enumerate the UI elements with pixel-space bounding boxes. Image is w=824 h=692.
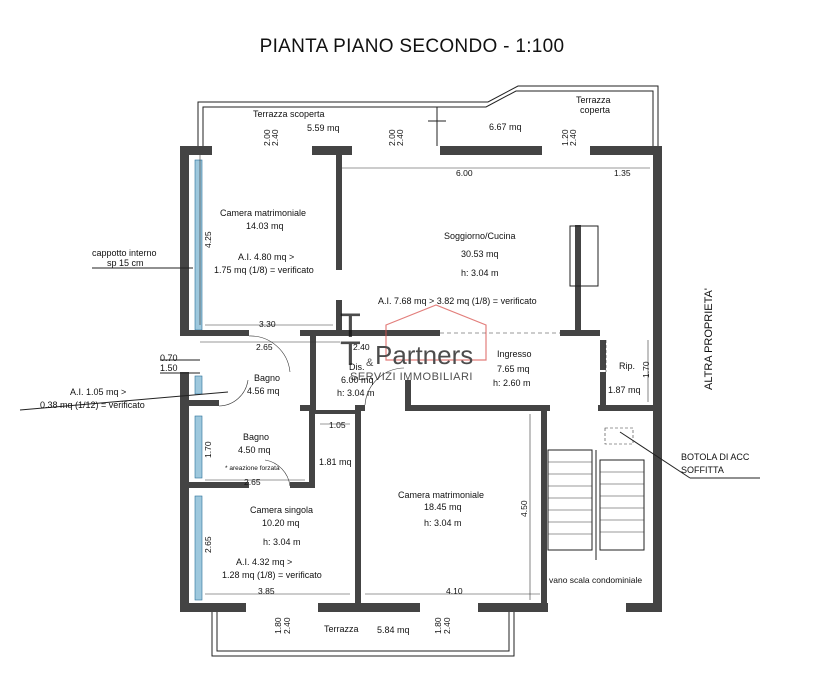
win-200b: 2.00 (387, 129, 397, 146)
win-180b: 1.80 (433, 617, 443, 634)
terrace-railing-south (211, 612, 515, 657)
camera-matrimoniale-2-name: Camera matrimoniale (398, 490, 484, 500)
win-240e: 2.40 (442, 617, 452, 634)
aero-label-2: 0.38 mq (1/12) = verificato (40, 400, 145, 410)
vano-scala-name: vano scala condominiale (549, 575, 642, 585)
soggiorno-name: Soggiorno/Cucina (444, 231, 516, 241)
win-180a: 1.80 (273, 617, 283, 634)
dis-area: 6.00 mq (341, 375, 374, 385)
terrazza-scoperta-name: Terrazza scoperta (253, 109, 325, 119)
cappotto-label-1: cappotto interno (92, 248, 157, 258)
staircase (547, 427, 645, 560)
dim-135: 1.35 (614, 168, 631, 178)
dim-150-label: 1.50 (160, 363, 178, 373)
camera-matrimoniale-2-area: 18.45 mq (424, 502, 462, 512)
soggiorno-ai: A.I. 7.68 mq > 3.82 mq (1/8) = verificat… (378, 296, 537, 306)
camera-matrimoniale-1-area: 14.03 mq (246, 221, 284, 231)
dim-265c: 2.65 (203, 536, 213, 553)
exterior-walls (180, 146, 662, 612)
camera-singola-h: h: 3.04 m (263, 537, 301, 547)
terrazza-sud-name: Terrazza (324, 624, 359, 634)
camera-matrimoniale-2-h: h: 3.04 m (424, 518, 462, 528)
watermark-logo: T T & Partners SERVIZI IMMOBILIARI (340, 304, 487, 383)
camera-matrimoniale-1-ai-1: A.I. 4.80 mq > (238, 252, 294, 262)
camera-matrimoniale-1-name: Camera matrimoniale (220, 208, 306, 218)
aero-label-1: A.I. 1.05 mq > (70, 387, 126, 397)
win-240a: 2.40 (270, 129, 280, 146)
dim-265b: 2.65 (244, 477, 261, 487)
dim-105: 1.05 (329, 420, 346, 430)
soggiorno-area: 30.53 mq (461, 249, 499, 259)
watermark-t2: T (340, 335, 361, 373)
win-240d: 2.40 (282, 617, 292, 634)
bagno-1-area: 4.56 mq (247, 386, 280, 396)
win-240c: 2.40 (568, 129, 578, 146)
dim-170b: 1.70 (641, 361, 651, 378)
dim-170a: 1.70 (203, 441, 213, 458)
ingresso-name: Ingresso (497, 349, 532, 359)
dashed-lines (440, 332, 607, 372)
bagno-2-note: * areazione forzata (225, 465, 280, 472)
win-240b: 2.40 (395, 129, 405, 146)
rip-area: 1.87 mq (608, 385, 641, 395)
camera-matrimoniale-1-ai-2: 1.75 mq (1/8) = verificato (214, 265, 314, 275)
altra-proprieta-label: ALTRA PROPRIETA' (703, 288, 715, 390)
ingresso-h: h: 2.60 m (493, 378, 531, 388)
watermark-amp: & (366, 357, 374, 369)
rip-name: Rip. (619, 361, 635, 371)
win-120: 1.20 (560, 129, 570, 146)
camera-singola-ai-1: A.I. 4.32 mq > (236, 557, 292, 567)
terrazza-coperta-name-1: Terrazza (576, 95, 611, 105)
kitchen-counter (569, 225, 599, 287)
bagno-2-area: 4.50 mq (238, 445, 271, 455)
dis-h: h: 3.04 m (337, 388, 375, 398)
dimension-lines (199, 155, 650, 600)
closet-area: 1.81 mq (319, 457, 352, 467)
bagno-2-name: Bagno (243, 432, 269, 442)
watermark-brand: Partners (375, 340, 473, 370)
terrazza-coperta-area: 6.67 mq (489, 122, 522, 132)
bagno-1-name: Bagno (254, 373, 280, 383)
door-swings (218, 335, 405, 487)
camera-singola-ai-2: 1.28 mq (1/8) = verificato (222, 570, 322, 580)
terrazza-coperta-name-2: coperta (580, 105, 610, 115)
interior-walls (189, 155, 653, 610)
botola-label-1: BOTOLA DI ACC (681, 452, 750, 462)
dim-425: 4.25 (203, 231, 213, 248)
camera-singola-name: Camera singola (250, 505, 313, 515)
win-200a: 2.00 (262, 129, 272, 146)
terrazza-scoperta-area: 5.59 mq (307, 123, 340, 133)
dim-265a: 2.65 (256, 342, 273, 352)
leader-lines (19, 267, 760, 479)
plan-title: PIANTA PIANO SECONDO - 1:100 (259, 36, 565, 57)
dis-name: Dis. (349, 362, 365, 372)
soggiorno-h: h: 3.04 m (461, 268, 499, 278)
watermark-t: T (340, 307, 361, 345)
terrazza-sud-area: 5.84 mq (377, 625, 410, 635)
cappotto-label-2: sp 15 cm (107, 258, 144, 268)
cappotto-insulation (194, 159, 203, 601)
dim-070-label: 0.70 (160, 353, 178, 363)
ingresso-area: 7.65 mq (497, 364, 530, 374)
dim-330: 3.30 (259, 319, 276, 329)
dim-600: 6.00 (456, 168, 473, 178)
dim-450: 4.50 (519, 500, 529, 517)
dim-385: 3.85 (258, 586, 275, 596)
camera-singola-area: 10.20 mq (262, 518, 300, 528)
dim-240: 2.40 (353, 342, 370, 352)
botola-label-2: SOFFITTA (681, 465, 724, 475)
watermark-subtitle: SERVIZI IMMOBILIARI (350, 371, 473, 383)
terrace-railing-north (197, 85, 659, 146)
dim-410: 4.10 (446, 586, 463, 596)
